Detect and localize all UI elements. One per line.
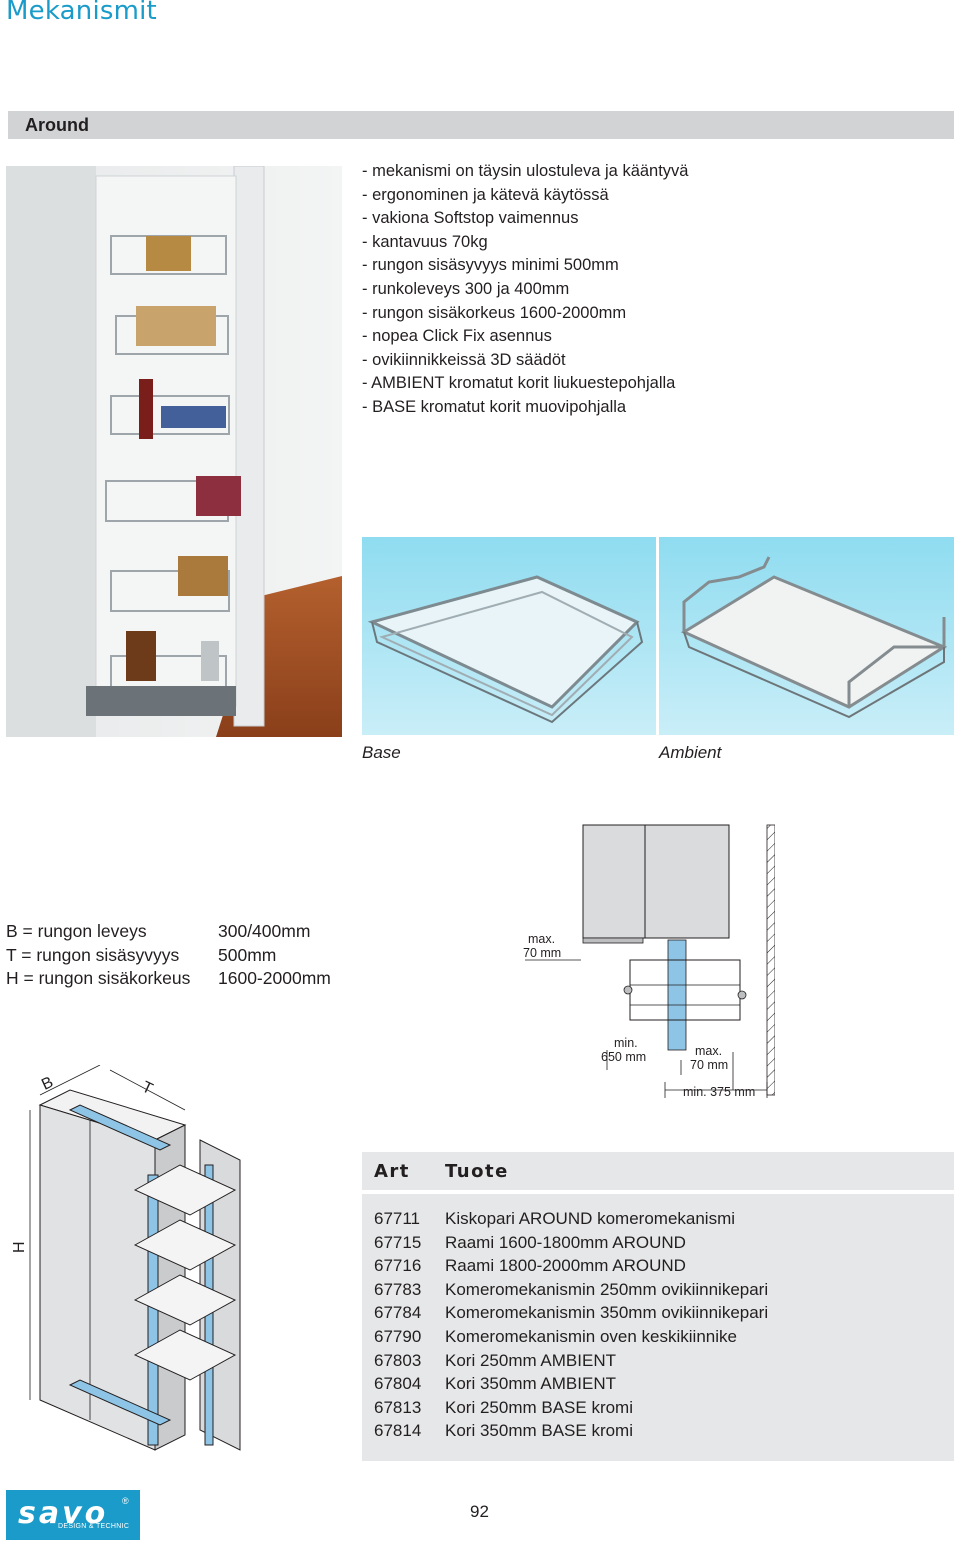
header-product: Tuote (445, 1161, 509, 1182)
product-name: Kori 350mm AMBIENT (445, 1374, 616, 1394)
table-row: 67814 Kori 350mm BASE kromi (374, 1421, 633, 1441)
dimension-value: 300/400mm (218, 921, 311, 941)
table-row: 67790 Komeromekanismin oven keskikiinnik… (374, 1327, 737, 1347)
product-name: Kiskopari AROUND komeromekanismi (445, 1209, 736, 1228)
label-max-b: 70 mm (523, 946, 561, 960)
feature-item: - ovikiinnikkeissä 3D säädöt (362, 350, 566, 369)
table-row: 67715 Raami 1600-1800mm AROUND (374, 1233, 686, 1253)
label-min650-a: min. (614, 1036, 638, 1050)
product-table-header: Art Tuote (362, 1152, 954, 1193)
art-number: 67716 (374, 1256, 422, 1276)
label-max2-a: max. (695, 1044, 722, 1058)
dimension-value: 1600-2000mm (218, 968, 331, 989)
base-basket-photo (362, 537, 656, 735)
table-row: 67783 Komeromekanismin 250mm ovikiinnike… (374, 1280, 768, 1300)
table-row: 67711 Kiskopari AROUND komeromekanismi (374, 1209, 735, 1229)
frame-isometric-diagram: B T H (10, 1064, 350, 1465)
product-name: Komeromekanismin 350mm ovikiinnikepari (445, 1303, 769, 1323)
product-name: Kori 350mm BASE kromi (445, 1421, 633, 1441)
page-number: 92 (470, 1502, 489, 1521)
product-name: Kori 250mm AMBIENT (445, 1350, 616, 1370)
feature-item: - mekanismi on täysin ulostuleva ja kään… (362, 162, 689, 180)
art-number: 67784 (374, 1303, 422, 1323)
dimension-row: T = rungon sisäsyvyys 500mm (6, 944, 331, 968)
header-art: Art (374, 1161, 410, 1182)
page-title: Mekanismit (6, 0, 157, 26)
label-min375: min. 375 mm (683, 1085, 755, 1099)
table-row: 67803 Kori 250mm AMBIENT (374, 1351, 616, 1371)
ambient-basket-photo (659, 537, 954, 735)
feature-item: - nopea Click Fix asennus (362, 327, 552, 346)
dimension-label: B = rungon leveys (6, 921, 147, 941)
dimension-label: H = rungon sisäkorkeus (6, 968, 191, 989)
art-number: 67715 (374, 1232, 422, 1252)
art-number: 67814 (374, 1421, 422, 1441)
logo-wordmark: savo (18, 1496, 109, 1531)
table-row: 67813 Kori 250mm BASE kromi (374, 1398, 633, 1418)
feature-item: - runkoleveys 300 ja 400mm (362, 279, 570, 298)
art-number: 67803 (374, 1350, 422, 1370)
logo-subtitle: DESIGN & TECHNIC (58, 1523, 130, 1530)
label-b: B (39, 1074, 56, 1094)
table-row: 67804 Kori 350mm AMBIENT (374, 1374, 616, 1394)
ambient-caption: Ambient (659, 743, 722, 762)
table-row: 67716 Raami 1800-2000mm AROUND (374, 1256, 686, 1276)
label-t: T (139, 1079, 155, 1099)
product-name: Komeromekanismin oven keskikiinnike (445, 1327, 737, 1346)
art-number: 67790 (374, 1327, 422, 1346)
logo-registered-mark: ® (122, 1496, 129, 1506)
pantry-photo (6, 166, 342, 737)
table-row: 67784 Komeromekanismin 350mm ovikiinnike… (374, 1303, 768, 1323)
feature-item: - BASE kromatut korit muovipohjalla (362, 397, 627, 416)
feature-item: - ergonominen ja kätevä käytössä (362, 185, 609, 204)
art-number: 67711 (374, 1209, 421, 1228)
feature-item: - rungon sisäkorkeus 1600-2000mm (362, 303, 627, 322)
section-header: Around (8, 111, 954, 139)
product-name: Raami 1800-2000mm AROUND (445, 1256, 686, 1276)
dimension-specs: B = rungon leveys 300/400mm T = rungon s… (6, 920, 331, 991)
label-max2-b: 70 mm (690, 1058, 728, 1072)
section-title: Around (25, 115, 89, 135)
dimension-value: 500mm (218, 944, 277, 965)
feature-item: - rungon sisäsyvyys minimi 500mm (362, 256, 619, 275)
feature-item: - AMBIENT kromatut korit liukuestepohjal… (362, 374, 676, 393)
label-h: H (11, 1241, 28, 1253)
product-name: Kori 250mm BASE kromi (445, 1397, 633, 1417)
feature-item: - vakiona Softstop vaimennus (362, 209, 579, 228)
dimension-row: B = rungon leveys 300/400mm (6, 920, 331, 944)
art-number: 67813 (374, 1397, 422, 1417)
product-name: Raami 1600-1800mm AROUND (445, 1232, 686, 1252)
dimension-row: H = rungon sisäkorkeus 1600-2000mm (6, 967, 331, 991)
savo-logo: savo ® DESIGN & TECHNIC (6, 1490, 140, 1540)
feature-item: - kantavuus 70kg (362, 232, 488, 251)
label-min650-b: 650 mm (601, 1050, 646, 1064)
art-number: 67804 (374, 1374, 422, 1394)
feature-list: - mekanismi on täysin ulostuleva ja kään… (362, 160, 689, 420)
label-max-a: max. (528, 932, 555, 946)
dimension-label: T = rungon sisäsyvyys (6, 944, 180, 965)
product-table: 67711 Kiskopari AROUND komeromekanismi 6… (362, 1194, 954, 1461)
art-number: 67783 (374, 1279, 422, 1299)
product-name: Komeromekanismin 250mm ovikiinnikepari (445, 1279, 769, 1299)
base-caption: Base (362, 743, 401, 762)
installation-section-diagram: max. 70 mm min. 650 mm max. 70 mm min. 3… (515, 820, 776, 1110)
